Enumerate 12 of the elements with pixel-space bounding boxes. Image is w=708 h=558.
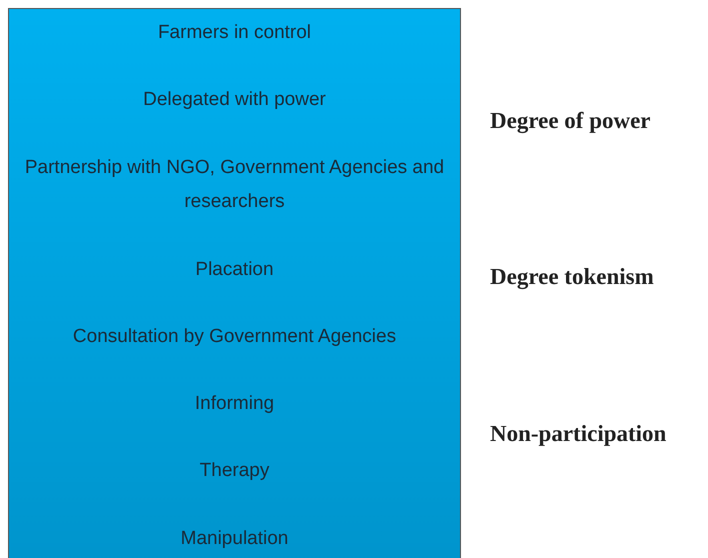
rung-text: Partnership with NGO, Government Agencies and researchers xyxy=(24,156,446,214)
rung-text: Delegated with power xyxy=(142,88,327,112)
rung-text: Placation xyxy=(194,258,275,282)
rung-text: Informing xyxy=(194,392,276,416)
ladder-panel xyxy=(8,8,461,558)
rung-text: Manipulation xyxy=(180,527,290,551)
level-label: Degree tokenism xyxy=(490,263,654,292)
rung-text: Consultation by Government Agencies xyxy=(72,325,398,349)
level-label: Non-participation xyxy=(490,420,666,448)
level-label: Degree of power xyxy=(490,107,651,136)
rung-text: Farmers in control xyxy=(156,21,312,45)
rung-text: Therapy xyxy=(198,459,270,483)
